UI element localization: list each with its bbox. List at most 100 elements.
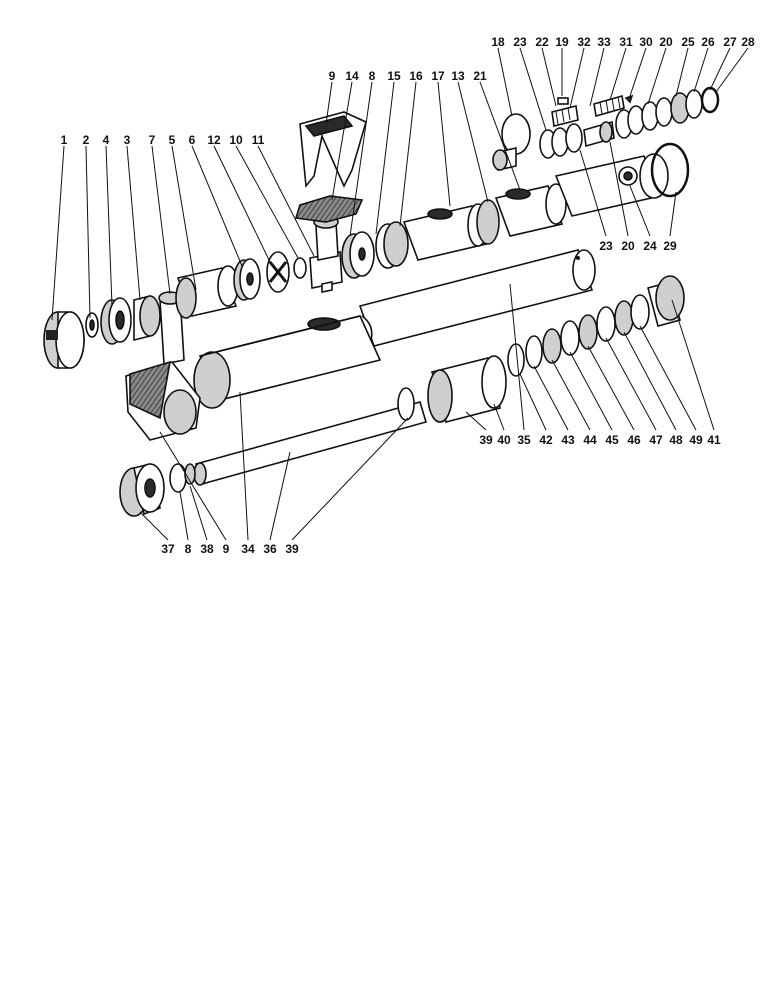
part-30-small-ball	[624, 94, 634, 104]
leader-10	[235, 145, 299, 259]
callout-label: 11	[252, 133, 265, 147]
part-2-washer	[85, 312, 99, 338]
callout-labels: 1 2 4 3 7 5 6 12 10 11 9 14 8 15 16 17 1…	[61, 35, 755, 556]
callout-label: 1	[61, 133, 68, 147]
leader-48	[623, 331, 677, 431]
leader-4	[105, 145, 113, 307]
callout-label: 44	[583, 433, 597, 447]
leader-31	[609, 47, 627, 101]
leader-2	[85, 145, 91, 319]
part-20-valve-stem	[583, 120, 615, 148]
callout-label: 24	[643, 239, 657, 253]
leader-1	[51, 145, 65, 321]
callout-label: 20	[659, 35, 673, 49]
callout-label: 25	[681, 35, 695, 49]
callout-label: 2	[83, 133, 90, 147]
part-13-ring	[476, 199, 500, 245]
callout-label: 26	[701, 35, 715, 49]
leader-45	[569, 351, 613, 431]
part-23-ring-stack	[539, 123, 583, 159]
part-4-nut	[100, 297, 132, 345]
leader-28	[715, 47, 749, 93]
part-31-spring	[593, 94, 625, 118]
callout-label: 29	[663, 239, 677, 253]
leader-40	[493, 403, 505, 431]
callout-label: 14	[345, 69, 359, 83]
leader-49	[639, 325, 697, 431]
part-8-rod-ring	[184, 463, 196, 485]
leader-6	[191, 145, 243, 267]
part-36-piston-rod	[193, 401, 428, 486]
part-5-sleeve	[175, 265, 239, 319]
leader-24	[629, 185, 651, 237]
callout-label: 32	[577, 35, 591, 49]
part-15-ring	[341, 231, 375, 279]
part-24-port-housing	[554, 153, 669, 217]
part-21-slotted-tube	[494, 183, 567, 237]
callout-label: 8	[369, 69, 376, 83]
part-38-washer	[169, 463, 187, 493]
callout-label: 22	[535, 35, 549, 49]
callout-label: 10	[229, 133, 243, 147]
part-6-disc	[233, 258, 261, 301]
leader-37	[139, 511, 169, 541]
callout-label: 31	[619, 35, 633, 49]
part-9-mounting-block	[125, 360, 201, 441]
callout-label: 7	[149, 133, 156, 147]
leader-21	[479, 81, 521, 191]
callout-label: 13	[451, 69, 465, 83]
callout-label: 28	[741, 35, 755, 49]
leader-3	[126, 145, 141, 301]
leader-9b	[159, 431, 227, 541]
callout-label: 42	[539, 433, 553, 447]
callout-label: 38	[200, 542, 214, 556]
leader-11	[257, 145, 315, 257]
part-37-rod-cap	[119, 463, 165, 517]
leader-39b	[291, 417, 409, 541]
leader-16	[399, 81, 417, 227]
part-40-piston	[427, 355, 507, 423]
part-19-small-pin	[557, 97, 569, 105]
callout-label: 49	[689, 433, 703, 447]
leader-17	[437, 81, 451, 207]
part-11-tee-fitting	[309, 215, 343, 293]
leader-14	[331, 81, 353, 201]
leader-8a	[349, 81, 373, 237]
leader-29	[669, 191, 677, 237]
callout-label: 20	[621, 239, 635, 253]
leader-8b	[179, 491, 189, 541]
leader-36	[269, 451, 291, 541]
part-16-ring	[375, 221, 409, 269]
callout-label: 43	[561, 433, 575, 447]
leader-46	[587, 345, 635, 431]
leader-47	[605, 337, 657, 431]
callout-label: 3	[124, 133, 131, 147]
callout-label: 8	[185, 542, 192, 556]
callout-label: 5	[169, 133, 176, 147]
callout-label: 39	[479, 433, 493, 447]
callout-label: 21	[473, 69, 487, 83]
callout-label: 9	[223, 542, 230, 556]
leader-9a	[325, 81, 333, 125]
part-32-spring-small	[551, 105, 579, 127]
leader-38	[189, 485, 208, 541]
leader-39a	[465, 411, 487, 431]
callout-label: 34	[241, 542, 255, 556]
leader-18	[497, 47, 513, 117]
part-26-spacer	[685, 89, 703, 119]
callout-label: 18	[491, 35, 505, 49]
callout-label: 16	[409, 69, 423, 83]
leader-lines	[51, 47, 749, 541]
callout-label: 27	[723, 35, 737, 49]
callout-label: 36	[263, 542, 277, 556]
callout-label: 46	[627, 433, 641, 447]
leader-13	[457, 81, 489, 203]
leader-30	[629, 47, 647, 97]
callout-label: 45	[605, 433, 619, 447]
callout-label: 47	[649, 433, 663, 447]
leader-20b	[609, 141, 629, 237]
callout-label: 23	[513, 35, 527, 49]
leader-33	[589, 47, 605, 107]
callout-label: 6	[189, 133, 196, 147]
